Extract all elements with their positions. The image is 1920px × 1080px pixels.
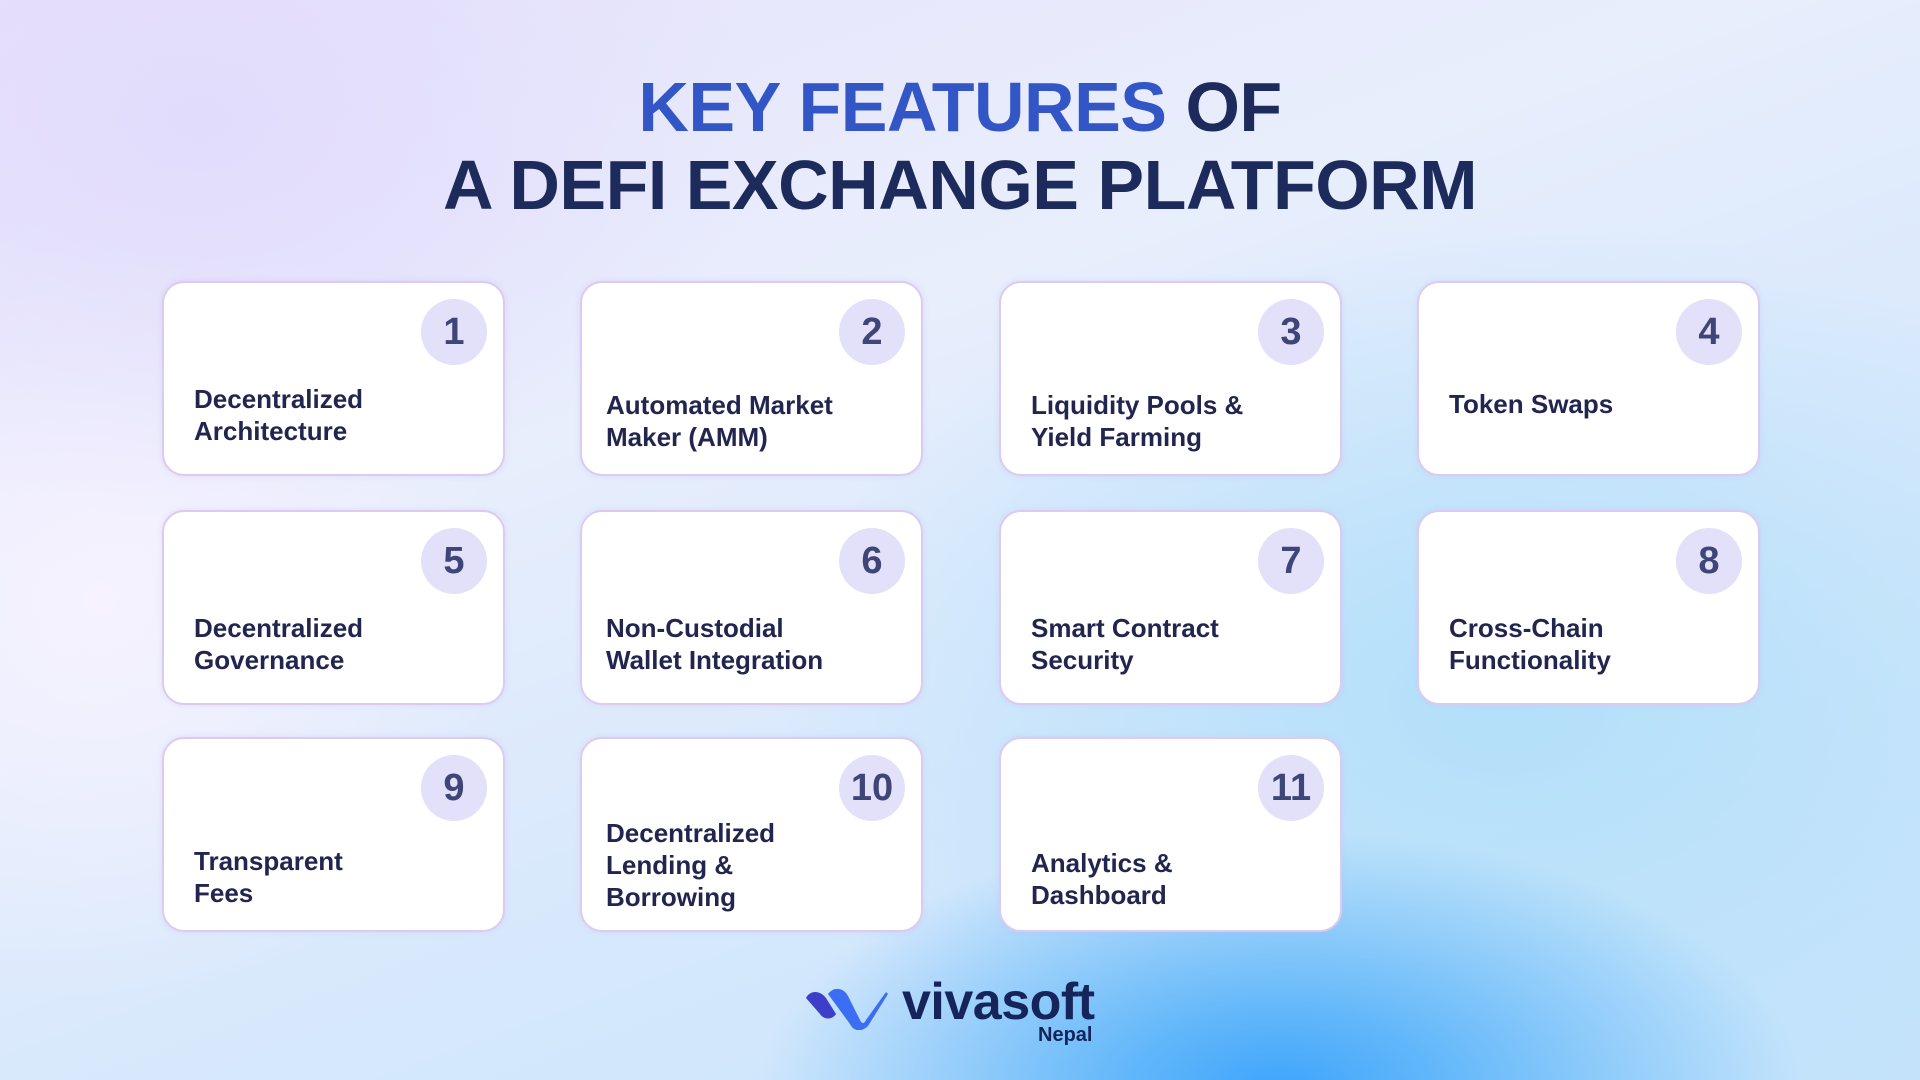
feature-label: Decentralized Governance bbox=[194, 612, 433, 676]
label-line: Lending & bbox=[606, 850, 734, 880]
label-line: Fees bbox=[194, 878, 254, 908]
label-line: Decentralized bbox=[606, 818, 776, 848]
feature-label: Token Swaps bbox=[1449, 388, 1688, 420]
number-badge: 6 bbox=[839, 528, 905, 594]
feature-card-3: 3 Liquidity Pools & Yield Farming bbox=[999, 281, 1342, 476]
label-line: Borrowing bbox=[606, 882, 736, 912]
label-line: Governance bbox=[194, 645, 345, 675]
logo-wordmark: vivasoft bbox=[902, 973, 1095, 1031]
label-line: Token Swaps bbox=[1449, 389, 1614, 419]
label-line: Yield Farming bbox=[1031, 422, 1202, 452]
number-badge: 2 bbox=[839, 299, 905, 365]
number-badge: 9 bbox=[421, 755, 487, 821]
feature-label: Transparent Fees bbox=[194, 845, 433, 909]
label-line: Automated Market bbox=[606, 390, 833, 420]
feature-card-7: 7 Smart Contract Security bbox=[999, 510, 1342, 705]
title-line-2: A DEFI EXCHANGE PLATFORM bbox=[442, 146, 1478, 224]
label-line: Dashboard bbox=[1031, 880, 1167, 910]
feature-card-1: 1 Decentralized Architecture bbox=[162, 281, 505, 476]
vivasoft-v-logo-icon bbox=[806, 989, 888, 1030]
feature-card-6: 6 Non-Custodial Wallet Integration bbox=[580, 510, 923, 705]
feature-card-8: 8 Cross-Chain Functionality bbox=[1417, 510, 1760, 705]
feature-label: Decentralized Architecture bbox=[194, 383, 433, 447]
feature-card-10: 10 Decentralized Lending & Borrowing bbox=[580, 737, 923, 932]
page-title: KEY FEATURES OF A DEFI EXCHANGE PLATFORM bbox=[0, 68, 1920, 224]
feature-label: Liquidity Pools & Yield Farming bbox=[1031, 389, 1270, 453]
number-badge: 10 bbox=[839, 755, 905, 821]
label-line: Wallet Integration bbox=[606, 645, 824, 675]
feature-label: Automated Market Maker (AMM) bbox=[606, 389, 851, 453]
feature-label: Non-Custodial Wallet Integration bbox=[606, 612, 901, 676]
feature-card-4: 4 Token Swaps bbox=[1417, 281, 1760, 476]
label-line: Functionality bbox=[1449, 645, 1611, 675]
number-badge: 3 bbox=[1258, 299, 1324, 365]
label-line: Liquidity Pools & bbox=[1031, 390, 1244, 420]
label-line: Architecture bbox=[194, 416, 348, 446]
logo-subtitle: Nepal bbox=[1038, 1024, 1093, 1046]
label-line: Smart Contract bbox=[1031, 613, 1219, 643]
label-line: Decentralized bbox=[194, 384, 364, 414]
feature-card-9: 9 Transparent Fees bbox=[162, 737, 505, 932]
title-line-1: KEY FEATURES OF bbox=[0, 68, 1920, 146]
feature-label: Cross-Chain Functionality bbox=[1449, 612, 1688, 676]
number-badge: 1 bbox=[421, 299, 487, 365]
number-badge: 4 bbox=[1676, 299, 1742, 365]
number-badge: 5 bbox=[421, 528, 487, 594]
title-rest: OF bbox=[1166, 68, 1282, 146]
feature-label: Smart Contract Security bbox=[1031, 612, 1270, 676]
number-badge: 7 bbox=[1258, 528, 1324, 594]
vivasoft-logo: vivasoft Nepal bbox=[802, 973, 1122, 1050]
label-line: Maker (AMM) bbox=[606, 422, 768, 452]
label-line: Security bbox=[1031, 645, 1134, 675]
label-line: Cross-Chain bbox=[1449, 613, 1604, 643]
number-badge: 11 bbox=[1258, 755, 1324, 821]
feature-label: Analytics & Dashboard bbox=[1031, 847, 1270, 911]
number-badge: 8 bbox=[1676, 528, 1742, 594]
title-accent: KEY FEATURES bbox=[638, 68, 1167, 146]
feature-label: Decentralized Lending & Borrowing bbox=[606, 817, 851, 913]
label-line: Non-Custodial bbox=[606, 613, 784, 643]
feature-card-2: 2 Automated Market Maker (AMM) bbox=[580, 281, 923, 476]
label-line: Decentralized bbox=[194, 613, 364, 643]
feature-card-5: 5 Decentralized Governance bbox=[162, 510, 505, 705]
feature-card-11: 11 Analytics & Dashboard bbox=[999, 737, 1342, 932]
label-line: Transparent bbox=[194, 846, 343, 876]
label-line: Analytics & bbox=[1031, 848, 1173, 878]
